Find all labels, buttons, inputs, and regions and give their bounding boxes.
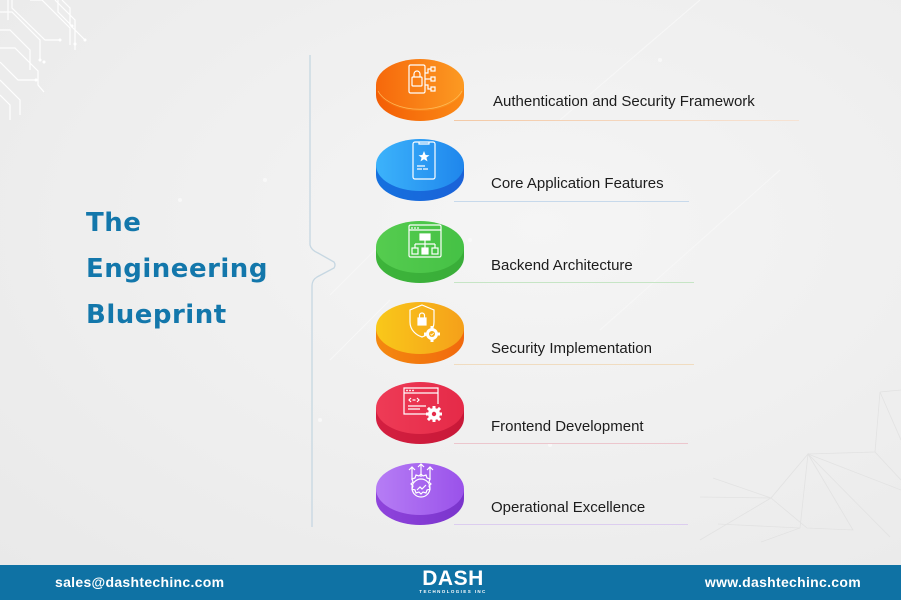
step-label: Backend Architecture (491, 257, 633, 274)
step-label: Core Application Features (491, 175, 664, 192)
step-divider (454, 120, 799, 121)
shield-gear-icon (376, 302, 464, 364)
mobile-star-icon (376, 139, 464, 201)
email-link[interactable]: sales@dashtechinc.com (55, 574, 225, 590)
step-divider (454, 282, 694, 283)
disc-yellow (374, 298, 466, 370)
page-title: The Engineering Blueprint (86, 200, 268, 338)
growth-gear-icon (376, 463, 464, 525)
step-label: Operational Excellence (491, 499, 646, 516)
step-divider (454, 443, 688, 444)
step-security-implementation: Security Implementation (374, 298, 814, 378)
step-backend: Backend Architecture (374, 217, 814, 297)
step-core-features: Core Application Features (374, 135, 814, 215)
disc-green (374, 217, 466, 289)
logo-tagline: TECHNOLOGIES INC (419, 589, 487, 594)
lock-network-icon (376, 59, 464, 121)
title-line-2: Engineering (86, 254, 268, 284)
title-line-1: The (86, 208, 142, 238)
infographic-canvas: The Engineering Blueprint (0, 0, 901, 565)
disc-orange (374, 55, 466, 127)
website-link[interactable]: www.dashtechinc.com (704, 574, 861, 590)
code-window-gear-icon (376, 382, 464, 444)
step-frontend: Frontend Development (374, 378, 814, 458)
step-operational: Operational Excellence (374, 459, 814, 539)
title-line-3: Blueprint (86, 300, 227, 330)
disc-purple (374, 459, 466, 531)
disc-blue (374, 135, 466, 207)
step-divider (454, 364, 694, 365)
step-label: Frontend Development (491, 418, 644, 435)
hierarchy-window-icon (376, 221, 464, 283)
step-label: Security Implementation (491, 340, 652, 357)
step-divider (454, 201, 689, 202)
step-divider (454, 524, 688, 525)
dash-logo: DASH TECHNOLOGIES INC (415, 568, 491, 598)
footer-bar: sales@dashtechinc.com DASH TECHNOLOGIES … (0, 565, 901, 600)
step-label: Authentication and Security Framework (493, 93, 755, 110)
step-authentication: Authentication and Security Framework (374, 55, 814, 135)
disc-red (374, 378, 466, 450)
logo-wordmark: DASH (422, 567, 484, 590)
